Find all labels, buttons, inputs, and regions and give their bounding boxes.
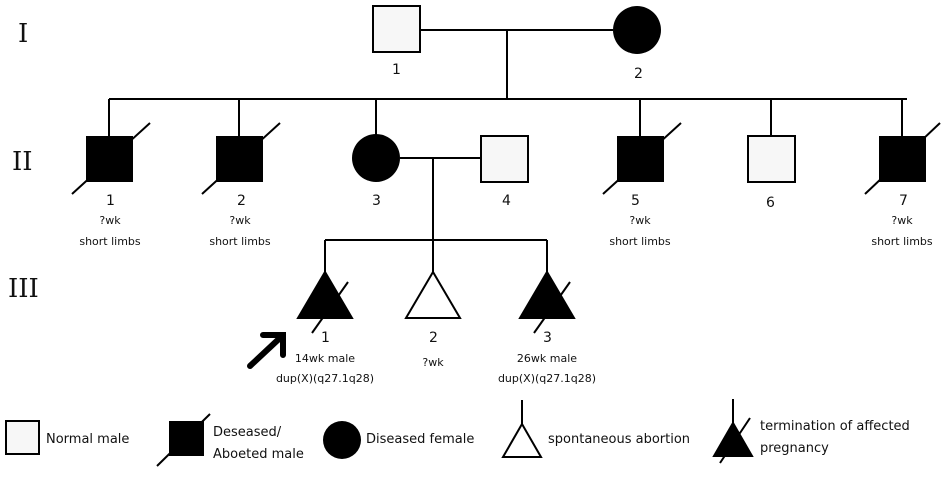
proband-arrow-icon <box>247 332 286 369</box>
gen3-number-2: 2 <box>429 330 438 346</box>
gen2-note-2b: short limbs <box>209 235 271 248</box>
gen2-individual-7-deceased-slash <box>864 122 941 195</box>
gen2-note-7a: ?wk <box>891 214 913 227</box>
legend-spontaneous-abortion-symbol <box>501 421 543 458</box>
gen2-individual-5-deceased-slash <box>602 122 682 195</box>
gen2-number-1: 1 <box>106 193 115 209</box>
legend-deceased-male-label-line1: Deseased/ <box>213 425 282 440</box>
gen3-note-3a: 26wk male <box>517 352 577 365</box>
legend-normal-male-symbol <box>5 420 40 455</box>
gen3-individual-3-termination-slash <box>533 281 571 334</box>
gen2-note-7b: short limbs <box>871 235 933 248</box>
generation-label-2: II <box>12 147 33 177</box>
gen2-individual-4-normal-male <box>480 135 529 183</box>
gen3-note-3b: dup(X)(q27.1q28) <box>498 372 596 385</box>
generation-label-3: III <box>8 274 39 304</box>
gen2-individual-3-affected-female <box>352 134 400 182</box>
gen2-number-7: 7 <box>899 193 908 209</box>
legend-termination-label-line1: termination of affected <box>760 419 910 434</box>
legend-termination-slash <box>719 417 751 464</box>
gen1-connectors <box>108 29 907 136</box>
gen3-individual-1-termination-slash <box>311 281 349 334</box>
gen1-individual-1-normal-male <box>372 5 421 53</box>
gen3-number-3: 3 <box>543 330 552 346</box>
generation-label-1: I <box>18 19 28 49</box>
gen2-individual-6-normal-male <box>747 135 796 183</box>
gen2-number-4: 4 <box>502 193 511 209</box>
gen3-note-1b: dup(X)(q27.1q28) <box>276 372 374 385</box>
gen2-note-1b: short limbs <box>79 235 141 248</box>
legend-deceased-slash <box>156 413 211 467</box>
gen2-individual-1-deceased-slash <box>71 122 151 195</box>
gen1-number-2: 2 <box>634 66 643 82</box>
legend-spontaneous-abortion-label: spontaneous abortion <box>548 432 690 447</box>
gen2-note-1a: ?wk <box>99 214 121 227</box>
gen2-number-3: 3 <box>372 193 381 209</box>
gen3-individual-1-terminated-pregnancy <box>296 270 354 319</box>
gen2-number-6: 6 <box>766 195 775 211</box>
gen2-number-5: 5 <box>631 193 640 209</box>
gen2-individual-2-deceased-slash <box>201 122 281 195</box>
legend-deceased-male-label-line2: Aboeted male <box>213 447 304 462</box>
gen2-number-2: 2 <box>237 193 246 209</box>
gen3-individual-2-spontaneous-abortion <box>404 270 462 319</box>
legend-termination-symbol <box>712 420 754 457</box>
gen2-couple-connectors <box>324 157 548 272</box>
gen2-note-5a: ?wk <box>629 214 651 227</box>
gen1-number-1: 1 <box>392 62 401 78</box>
legend-diseased-female-symbol <box>323 421 361 459</box>
legend: Normal male Deseased/ Aboeted male Disea… <box>5 399 910 467</box>
gen2-note-2a: ?wk <box>229 214 251 227</box>
gen1-individual-2-affected-female <box>613 6 661 54</box>
gen3-number-1: 1 <box>321 330 330 346</box>
gen2-note-5b: short limbs <box>609 235 671 248</box>
gen3-note-2a: ?wk <box>422 356 444 369</box>
legend-termination-label-line2: pregnancy <box>760 441 829 456</box>
gen3-individual-3-terminated-pregnancy <box>518 270 576 319</box>
legend-diseased-female-label: Diseased female <box>366 432 474 447</box>
gen3-note-1a: 14wk male <box>295 352 355 365</box>
legend-normal-male-label: Normal male <box>46 432 129 447</box>
